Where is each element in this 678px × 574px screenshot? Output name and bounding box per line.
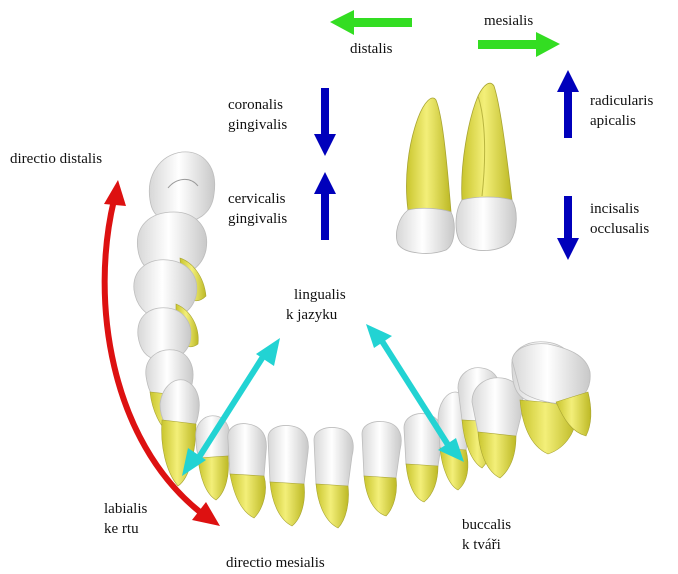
arrow-mesialis bbox=[478, 32, 560, 57]
label-k-jazyku: k jazyku bbox=[286, 306, 337, 324]
arrow-distalis bbox=[330, 10, 412, 35]
label-ke-rtu: ke rtu bbox=[104, 520, 139, 538]
arrow-radicularis-up bbox=[557, 70, 579, 138]
tooth-incisor-4 bbox=[362, 422, 401, 517]
label-coronalis: coronalis bbox=[228, 96, 283, 114]
label-directio-distalis: directio distalis bbox=[10, 150, 102, 168]
label-k-tvari: k tváři bbox=[462, 536, 501, 554]
arrow-incisalis-down bbox=[557, 196, 579, 260]
dental-arch bbox=[134, 152, 591, 528]
label-apicalis: apicalis bbox=[590, 112, 636, 130]
tooth-molar-1 bbox=[149, 152, 214, 222]
label-radicularis: radicularis bbox=[590, 92, 653, 110]
tooth-incisor-2 bbox=[268, 426, 308, 527]
tooth-single-right bbox=[456, 83, 516, 250]
tooth-incisor-1 bbox=[228, 424, 267, 518]
label-gingivalis-bottom: gingivalis bbox=[228, 210, 287, 228]
label-cervicalis: cervicalis bbox=[228, 190, 285, 208]
label-labialis: labialis bbox=[104, 500, 147, 518]
label-directio-mesialis: directio mesialis bbox=[226, 554, 325, 572]
single-teeth-pair bbox=[396, 83, 516, 253]
label-buccalis: buccalis bbox=[462, 516, 511, 534]
tooth-incisor-3 bbox=[314, 428, 353, 529]
tooth-single-left bbox=[396, 98, 454, 253]
arrow-cervicalis-up bbox=[314, 172, 336, 240]
label-distalis: distalis bbox=[350, 40, 393, 58]
label-lingualis: lingualis bbox=[294, 286, 346, 304]
arrow-coronalis-down bbox=[314, 88, 336, 156]
label-gingivalis-top: gingivalis bbox=[228, 116, 287, 134]
tooth-canine-left bbox=[160, 380, 199, 486]
label-incisalis: incisalis bbox=[590, 200, 639, 218]
label-mesialis: mesialis bbox=[484, 12, 533, 30]
label-occlusalis: occlusalis bbox=[590, 220, 649, 238]
